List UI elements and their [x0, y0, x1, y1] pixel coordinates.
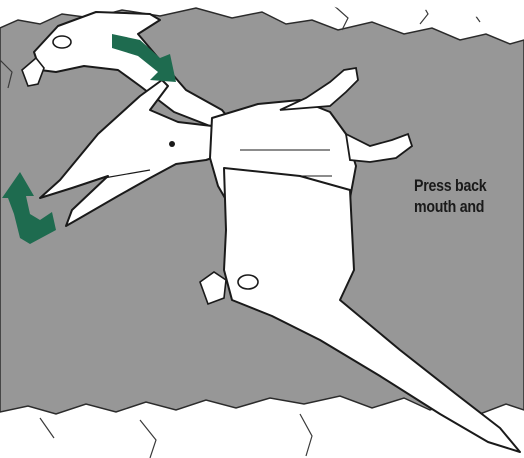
caption-line-2: mouth and [414, 197, 486, 218]
caption-line-1: Press back [414, 176, 486, 197]
instruction-caption: Press back mouth and [414, 176, 486, 218]
